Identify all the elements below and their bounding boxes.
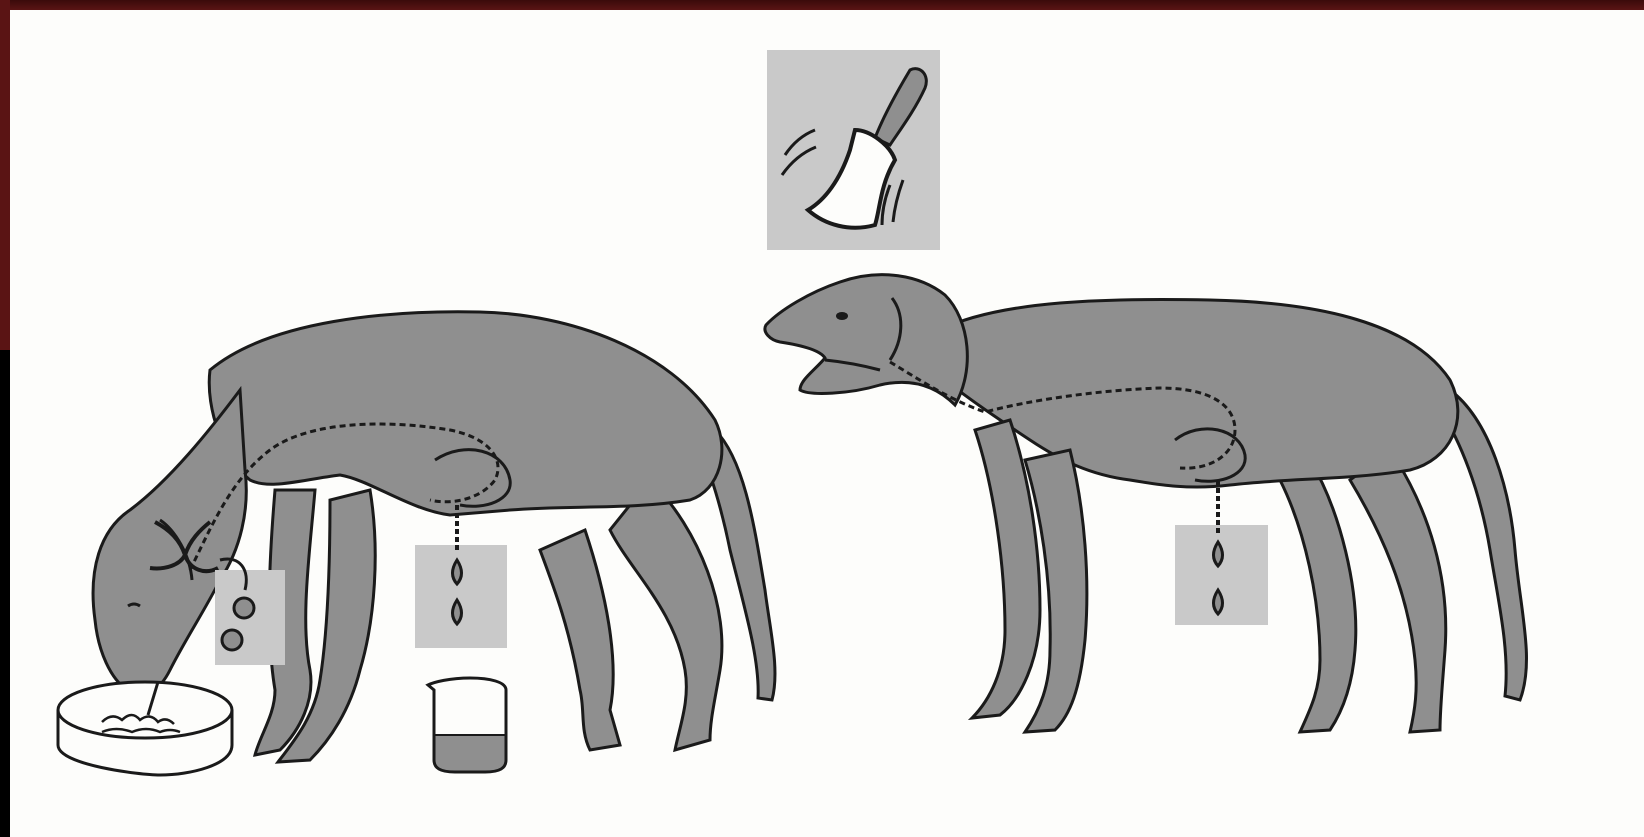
saliva-drop-icon [1214,542,1223,566]
left-stomach-collector-panel [415,545,507,648]
food-bowl-icon [58,682,232,775]
saliva-drop-icon [234,598,254,618]
saliva-drop-icon [1214,590,1223,614]
bell-stimulus-panel [767,50,940,250]
saliva-drop-icon [453,600,462,624]
beaker-liquid [434,735,506,772]
saliva-drop-icon [222,630,242,650]
saliva-drop-icon [453,560,462,584]
frame-left-border [0,0,10,350]
frame-top-border [0,0,1644,10]
conditioning-illustration [10,10,1644,837]
right-dog-eye [836,312,848,320]
